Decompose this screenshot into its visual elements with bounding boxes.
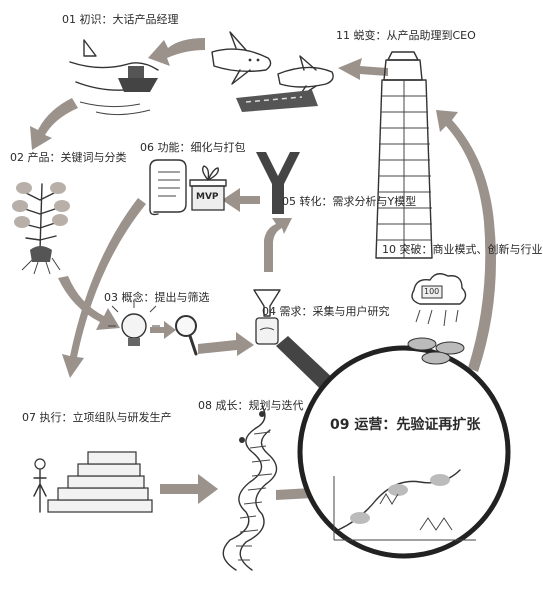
arrow-07-to-08	[160, 474, 218, 504]
tower-illustration	[375, 51, 433, 259]
runway-illustration	[236, 90, 318, 112]
step-11-label: 11 蜕变：从产品助理到CEO	[336, 29, 476, 42]
plant-illustration	[12, 182, 70, 275]
arrow-02-to-03	[58, 276, 120, 330]
arrow-01-to-02	[30, 98, 78, 150]
mvp-gift-illustration	[189, 165, 227, 211]
y-model-illustration	[256, 152, 300, 214]
big-magnifier-illustration	[276, 336, 511, 559]
step-02-label: 02 产品：关键词与分类	[10, 151, 127, 164]
mvp-label: MVP	[196, 192, 219, 202]
arrow-10-to-11	[338, 58, 388, 80]
arrow-03-to-04	[198, 332, 254, 356]
diagram-canvas	[12, 31, 511, 571]
arrow-04-to-05	[264, 218, 292, 272]
spiral-stairs-illustration	[222, 405, 278, 571]
step-04-label: 04 需求：采集与用户研究	[262, 305, 390, 318]
plane-left-illustration	[211, 31, 272, 85]
small-magnifier-illustration	[175, 315, 198, 356]
boat-illustration	[69, 39, 159, 116]
product-lifecycle-diagram: 01 初识：大话产品经理 11 蜕变：从产品助理到CEO 02 产品：关键词与分…	[10, 13, 543, 571]
arrow-05-to-06	[222, 188, 260, 212]
step-07-label: 07 执行：立项组队与研发生产	[22, 411, 172, 424]
arrow-03-to-03b	[150, 321, 176, 339]
badge-label: 100	[424, 287, 440, 296]
arrow-06-to-07	[62, 198, 146, 378]
pyramid-illustration	[33, 451, 153, 513]
step-10-label: 10 突破：商业模式、创新与行业	[382, 243, 543, 256]
step-01-label: 01 初识：大话产品经理	[62, 13, 179, 26]
arrow-11-to-01	[148, 38, 205, 66]
business-illustration	[407, 273, 467, 365]
step-05-label: 05 转化：需求分析与Y模型	[282, 195, 417, 208]
lightbulb-illustration	[108, 300, 160, 346]
funnel-illustration	[253, 289, 281, 345]
step-03-label: 03 概念：提出与筛选	[104, 291, 210, 304]
step-09-label: 09 运营：先验证再扩张	[330, 417, 481, 433]
step-06-label: 06 功能：细化与打包	[140, 141, 246, 154]
step-08-label: 08 成长：规划与迭代	[198, 399, 304, 412]
arrow-09-to-10	[436, 110, 496, 372]
scroll-illustration	[149, 159, 187, 216]
